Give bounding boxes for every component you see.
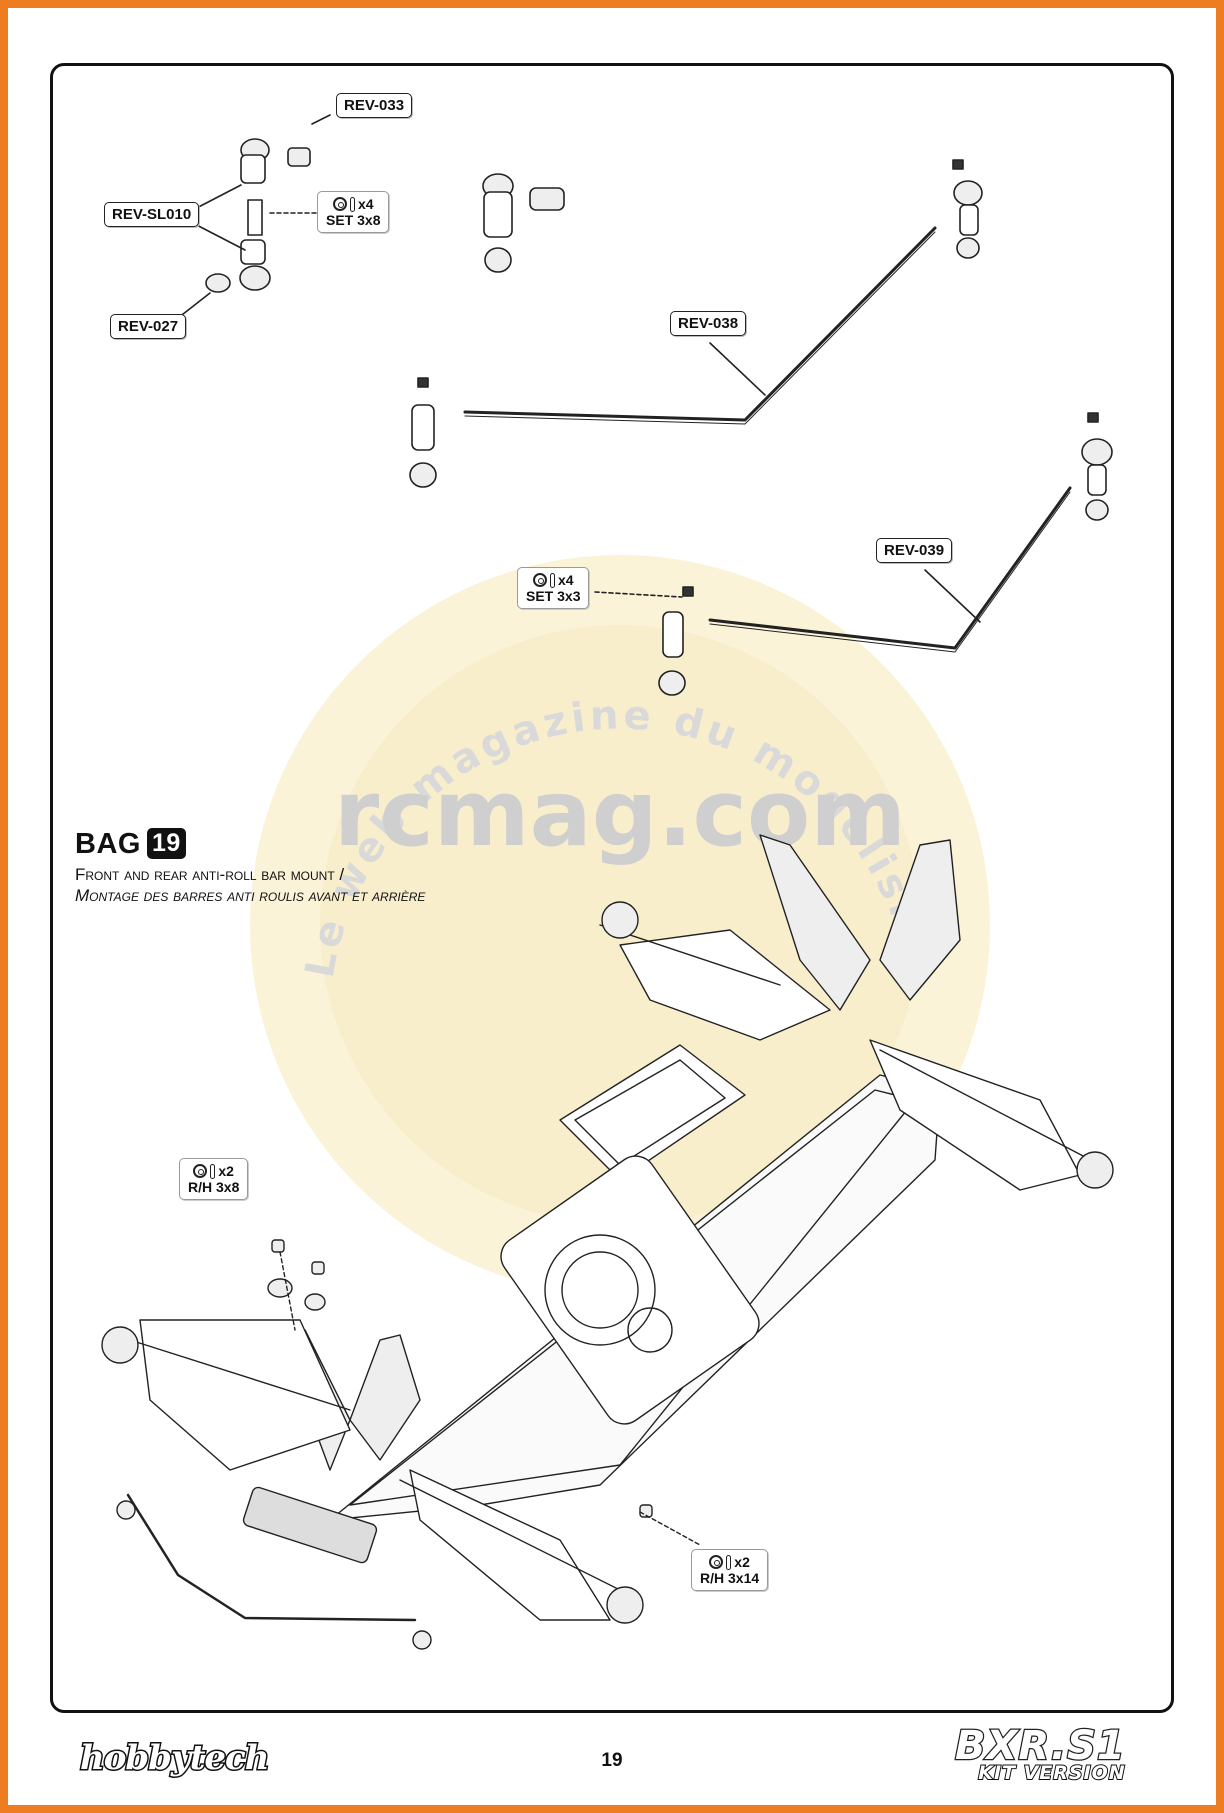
anti-roll-bar-front — [409, 159, 983, 488]
hobbytech-logo: hobbytech — [78, 1737, 270, 1780]
part-label-rev-sl010: REV-SL010 — [104, 202, 200, 227]
part-label-rev-027: REV-027 — [110, 314, 187, 339]
chassis-drawing — [101, 834, 1114, 1650]
part-label-rev-039: REV-039 — [876, 538, 953, 563]
hardware-qty: x2 — [734, 1554, 750, 1570]
watermark-main-text: rcmag.com — [334, 760, 906, 867]
rod-end-assembly-topleft — [177, 114, 331, 319]
hardware-name: R/H 3x8 — [188, 1179, 240, 1196]
bag-title-en: Front and rear anti-roll bar mount / — [75, 865, 345, 884]
hardware-name: SET 3x3 — [526, 588, 581, 605]
hardware-set-3x8: x4 SET 3x8 — [317, 191, 390, 234]
hardware-rh-3x8: x2 R/H 3x8 — [179, 1158, 249, 1201]
hardware-set-3x3: x4 SET 3x3 — [517, 567, 590, 610]
screw-icon — [210, 1163, 216, 1179]
bag-title-fr: Montage des barres anti roulis avant et … — [75, 886, 426, 906]
hardware-rh-3x14: x2 R/H 3x14 — [691, 1549, 769, 1592]
model-logo-subtext: KIT VERSION — [977, 1762, 1126, 1784]
model-logo-text: BXR.S1 — [954, 1723, 1126, 1769]
washer-icon — [332, 197, 347, 212]
washer-icon — [532, 573, 547, 588]
part-label-rev-038: REV-038 — [670, 311, 747, 336]
bag-subtitle: Front and rear anti-roll bar mount / Mon… — [75, 864, 425, 907]
anti-roll-bar-rear — [594, 412, 1113, 696]
hardware-name: R/H 3x14 — [700, 1570, 760, 1587]
bxr-s1-logo: BXR.S1 KIT VERSION — [954, 1723, 1126, 1784]
set-screw-icon — [349, 196, 355, 212]
hardware-qty: x4 — [357, 196, 374, 212]
rod-end-topcenter — [482, 173, 565, 273]
watermark-rcmag: Le web magazine du modelisme rcmag.com — [250, 555, 990, 1295]
bag-number-badge: 19 — [146, 828, 186, 859]
washer-icon — [193, 1164, 208, 1179]
part-label-rev-033: REV-033 — [336, 93, 413, 118]
washer-icon — [709, 1555, 724, 1570]
hardware-name: SET 3x8 — [326, 212, 381, 229]
hardware-qty: x2 — [218, 1163, 234, 1179]
set-screw-icon — [549, 572, 555, 588]
hardware-qty: x4 — [557, 572, 574, 588]
bag-label: BAG — [75, 828, 141, 860]
screw-icon — [726, 1554, 732, 1570]
page-number: 19 — [601, 1750, 623, 1771]
